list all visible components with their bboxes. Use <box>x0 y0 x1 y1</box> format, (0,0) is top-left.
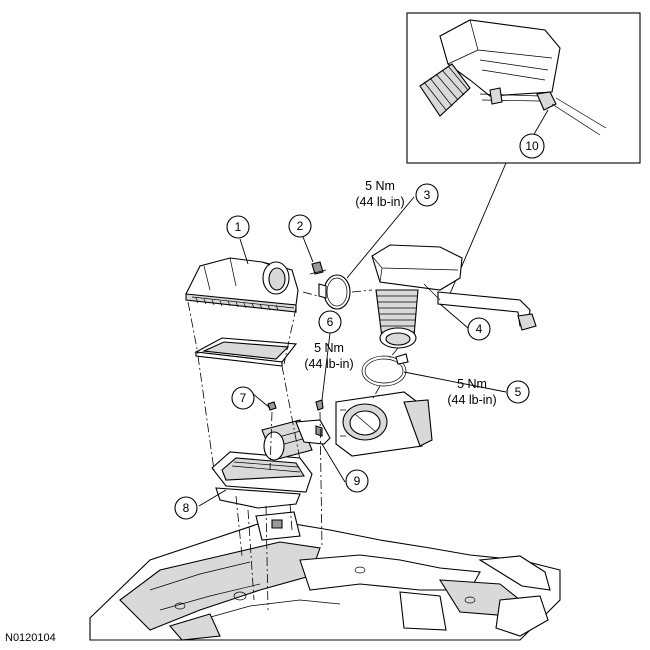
callout-4-number: 4 <box>476 322 483 336</box>
callout-9-number: 9 <box>354 474 361 488</box>
torque-spec-5: 5 Nm (44 lb-in) <box>447 377 496 407</box>
callout-7: 7 <box>231 386 255 410</box>
callout-5-number: 5 <box>515 385 522 399</box>
clamp-screw <box>309 261 327 275</box>
outlet-pipe <box>371 244 537 349</box>
air-cleaner-cover <box>185 257 299 313</box>
callout-3: 3 <box>415 183 439 207</box>
hose-clamp-lower <box>361 353 409 387</box>
callout-9: 9 <box>345 469 369 493</box>
torque-spec-6: 5 Nm (44 lb-in) <box>304 341 353 371</box>
callout-3-number: 3 <box>424 188 431 202</box>
callout-5: 5 <box>506 380 530 404</box>
callout-10: 10 <box>519 133 545 159</box>
callout-8: 8 <box>174 496 198 520</box>
figure-id: N0120104 <box>5 632 56 644</box>
callout-2-number: 2 <box>297 219 304 233</box>
callout-1: 1 <box>226 215 250 239</box>
torque-3-imperial: (44 lb-in) <box>355 195 404 209</box>
detail-inset <box>406 12 641 164</box>
air-cleaner-base <box>211 419 331 509</box>
torque-5-metric: 5 Nm <box>457 377 487 391</box>
callout-10-number: 10 <box>525 139 539 153</box>
torque-5-imperial: (44 lb-in) <box>447 393 496 407</box>
torque-3-metric: 5 Nm <box>365 179 395 193</box>
inset-connector <box>536 91 557 111</box>
torque-6-metric: 5 Nm <box>314 341 344 355</box>
torque-spec-3: 5 Nm (44 lb-in) <box>355 179 404 209</box>
callout-7-number: 7 <box>240 391 247 405</box>
callout-1-number: 1 <box>235 220 242 234</box>
callout-2: 2 <box>288 214 312 238</box>
callout-8-number: 8 <box>183 501 190 515</box>
radiator-support-frame <box>89 511 561 641</box>
inset-intake-tube <box>419 63 471 117</box>
alignment-lines <box>187 289 399 611</box>
hose-clamp-upper <box>318 274 351 310</box>
callout-6: 6 <box>318 310 342 334</box>
torque-6-imperial: (44 lb-in) <box>304 357 353 371</box>
bolts <box>267 399 324 411</box>
leader-lines <box>198 109 549 507</box>
air-filter-element <box>194 337 298 367</box>
callout-4: 4 <box>467 317 491 341</box>
throttle-body <box>335 391 433 457</box>
callout-6-number: 6 <box>327 315 334 329</box>
